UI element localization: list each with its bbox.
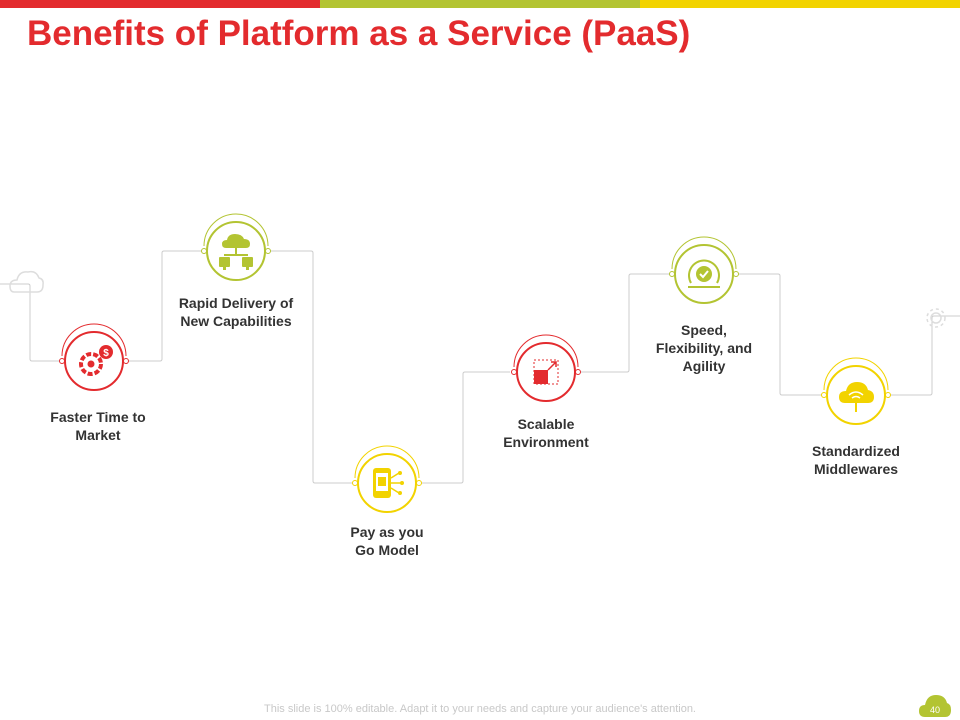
- mobile-payment-icon: [373, 468, 404, 498]
- svg-text:$: $: [103, 348, 109, 359]
- footer-note: This slide is 100% editable. Adapt it to…: [264, 703, 696, 715]
- benefit-label-faster-time: Faster Time to Market: [50, 409, 146, 443]
- timeline-path: [0, 250, 960, 484]
- top-bar-yellow: [640, 0, 960, 8]
- top-bar-red: [0, 0, 320, 8]
- top-color-bar: [0, 0, 960, 8]
- benefit-label-middlewares: Standardized Middlewares: [812, 443, 900, 477]
- benefit-node-faster-time: $: [59, 323, 129, 391]
- benefit-node-middlewares: [821, 357, 891, 425]
- gear-outline-icon: [926, 308, 946, 328]
- cloud-outline-icon: [9, 270, 44, 293]
- dollar-gear-icon: $: [79, 345, 113, 376]
- benefit-label-scalable: Scalable Environment: [503, 416, 589, 450]
- benefit-label-pay-as-you-go: Pay as you Go Model: [350, 524, 424, 558]
- benefit-node-pay-as-you-go: [352, 445, 422, 513]
- top-bar-green: [320, 0, 640, 8]
- benefit-label-rapid-delivery: Rapid Delivery of New Capabilities: [178, 295, 294, 329]
- benefit-node-scalable: [511, 334, 581, 402]
- cloud-page-badge-icon: [919, 695, 951, 717]
- slide-title: Benefits of Platform as a Service (PaaS): [27, 14, 691, 53]
- page-number: 40: [929, 705, 940, 715]
- benefit-node-speed: [669, 236, 739, 304]
- cloud-wifi-icon: [839, 382, 874, 412]
- scale-expand-icon: [533, 359, 559, 385]
- benefit-label-speed: Speed, Flexibility, and Agility: [655, 322, 753, 374]
- benefit-node-rapid-delivery: [201, 213, 271, 281]
- speed-check-icon: [688, 259, 720, 288]
- cloud-network-icon: [219, 234, 253, 270]
